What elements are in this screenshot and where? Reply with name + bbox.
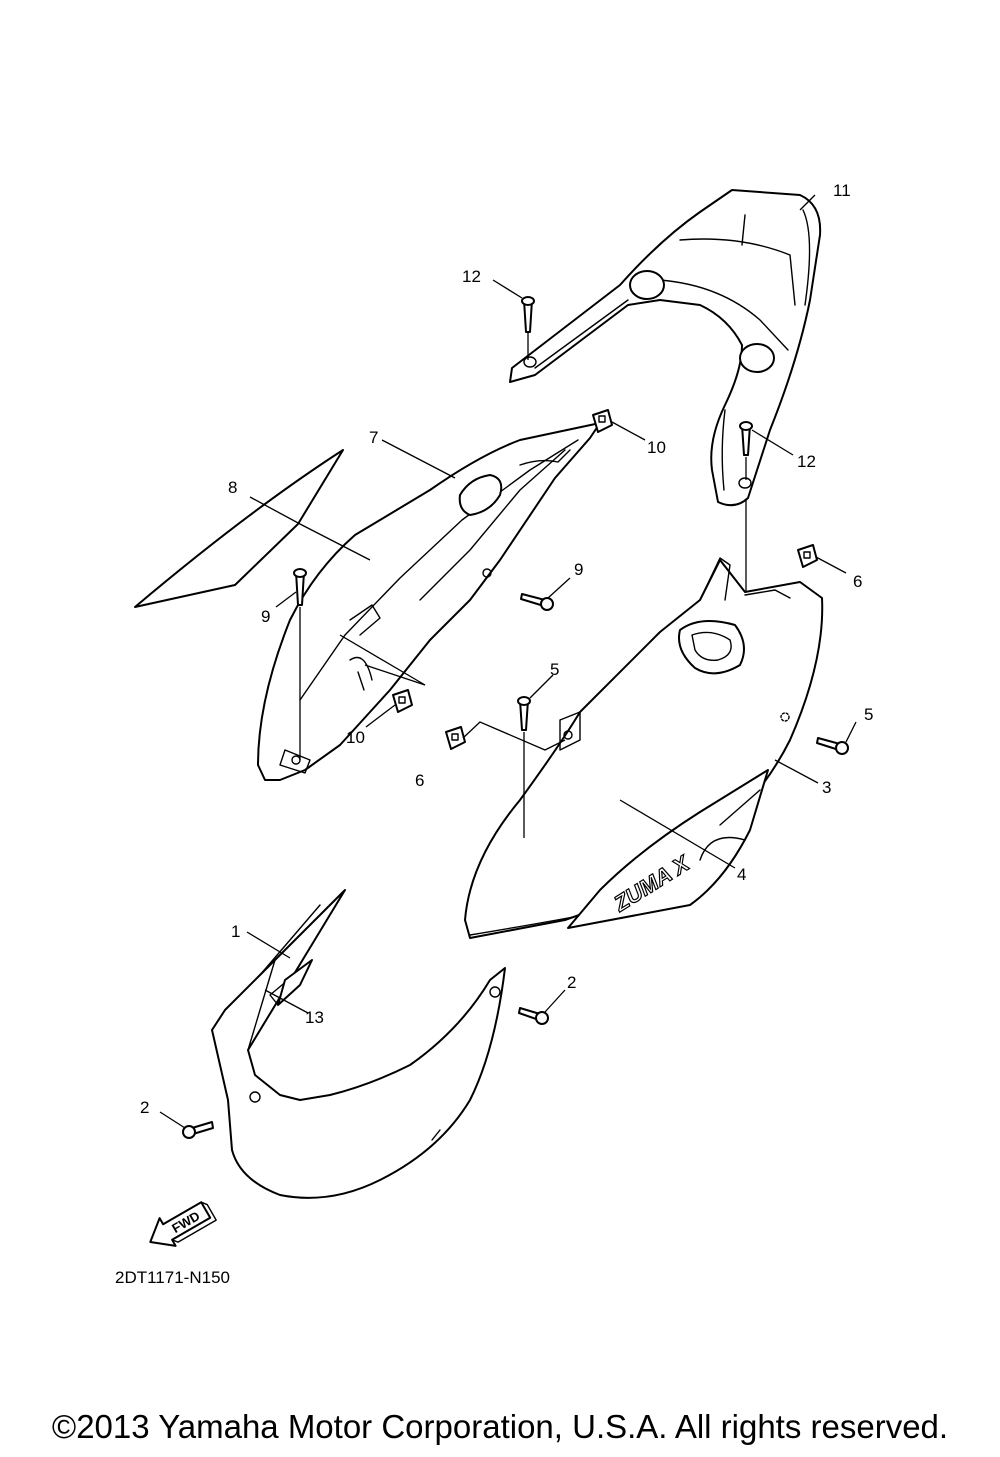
screw-part-2a <box>518 1007 549 1025</box>
bolt-part-12b <box>739 421 753 456</box>
screw-part-9a <box>293 568 307 606</box>
nut-part-10a <box>592 409 613 433</box>
screw-part-2b <box>182 1121 214 1139</box>
callout-6b: 6 <box>415 771 424 790</box>
callout-12a: 12 <box>462 267 481 286</box>
callout-2a: 2 <box>567 973 576 992</box>
decal-part-8 <box>134 449 344 608</box>
callout-6a: 6 <box>853 572 862 591</box>
nut-part-10b <box>392 689 413 713</box>
callout-5b: 5 <box>864 705 873 724</box>
diagram-code: 2DT1171-N150 <box>115 1268 230 1287</box>
callout-5a: 5 <box>550 660 559 679</box>
callout-12b: 12 <box>797 452 816 471</box>
screw-part-5b <box>816 737 849 755</box>
screw-part-5a <box>517 696 531 731</box>
nut-part-6a <box>797 544 818 568</box>
callout-1: 1 <box>231 922 240 941</box>
copyright-notice: ©2013 Yamaha Motor Corporation, U.S.A. A… <box>51 1408 949 1445</box>
nut-part-6b <box>445 726 466 750</box>
label-part-13 <box>277 959 313 1006</box>
callout-8: 8 <box>228 478 237 497</box>
callout-10a: 10 <box>647 438 666 457</box>
front-cover-part-1 <box>211 889 506 1199</box>
fwd-arrow: FWD <box>149 1201 217 1247</box>
callout-2b: 2 <box>140 1098 149 1117</box>
callout-4: 4 <box>737 865 746 884</box>
leader-lines <box>159 194 857 1129</box>
callout-11: 11 <box>833 181 851 200</box>
side-cover-part-7 <box>257 422 601 781</box>
callout-10b: 10 <box>346 728 365 747</box>
bolt-part-12a <box>521 296 535 333</box>
callout-labels: 1 2 2 3 4 5 5 6 6 7 8 9 9 10 10 11 12 12… <box>140 181 873 1117</box>
callout-3: 3 <box>822 778 831 797</box>
callout-9a: 9 <box>261 607 270 626</box>
screw-part-9b <box>520 593 554 611</box>
callout-9b: 9 <box>574 560 583 579</box>
callout-13: 13 <box>305 1008 324 1027</box>
callout-7: 7 <box>369 428 378 447</box>
